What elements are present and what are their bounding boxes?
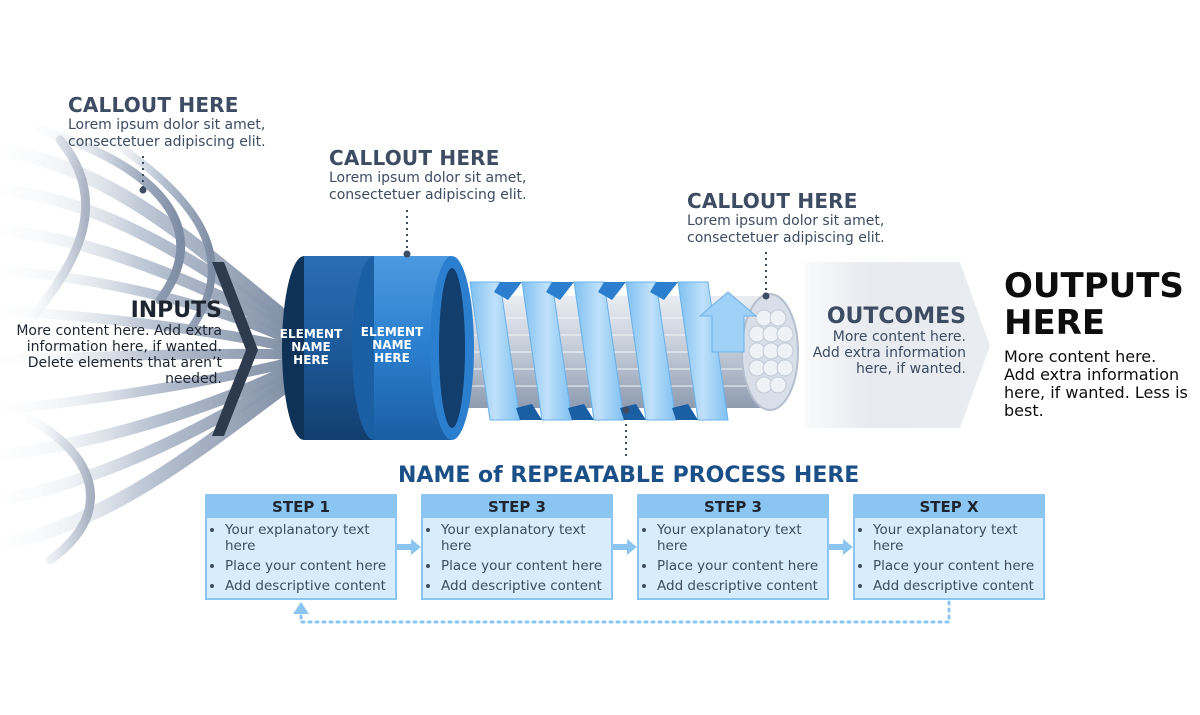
callout-1-line2: consectetuer adipiscing elit. [68, 134, 266, 150]
step-1-bullet-2: Place your content here [225, 558, 395, 574]
outcomes-line-2: Add extra information [812, 345, 966, 361]
callout-2-line1: Lorem ipsum dolor sit amet, [329, 170, 527, 186]
step-box-1: STEP 1 Your explanatory text here Place … [205, 494, 397, 600]
inputs-line-4: needed. [165, 371, 222, 387]
outputs-title-line-2: HERE [1004, 303, 1106, 343]
step-4-bullet-1: Your explanatory text here [873, 522, 1043, 554]
coil-wraps [469, 281, 729, 421]
step-1-list: Your explanatory text here Place your co… [207, 522, 395, 594]
step-3-bullet-1: Your explanatory text here [657, 522, 827, 554]
step-2-list: Your explanatory text here Place your co… [423, 522, 611, 594]
callout-1-line1: Lorem ipsum dolor sit amet, [68, 117, 266, 133]
element-label-2: ELEMENT NAME HERE [360, 325, 424, 365]
inputs-title: INPUTS [130, 298, 222, 323]
callout-2-title: CALLOUT HERE [329, 146, 500, 170]
callout-3-title: CALLOUT HERE [687, 189, 858, 213]
step-1-bullet-3: Add descriptive content [225, 578, 395, 594]
outputs-line-2: Add extra information [1004, 365, 1180, 384]
step-3-bullet-2: Place your content here [657, 558, 827, 574]
outputs-line-4: best. [1004, 401, 1044, 420]
step-2-bullet-1: Your explanatory text here [441, 522, 611, 554]
process-title: NAME of REPEATABLE PROCESS HERE [398, 463, 860, 488]
step-4-bullet-3: Add descriptive content [873, 578, 1043, 594]
step-3-header: STEP 3 [639, 496, 827, 518]
inputs-line-1: More content here. Add extra [16, 323, 222, 339]
step-2-bullet-2: Place your content here [441, 558, 611, 574]
step-1-header: STEP 1 [207, 496, 395, 518]
outputs-block: OUTPUTS HERE More content here. Add extr… [1004, 268, 1196, 420]
step-3-list: Your explanatory text here Place your co… [639, 522, 827, 594]
step-box-2: STEP 3 Your explanatory text here Place … [421, 494, 613, 600]
callout-3: CALLOUT HERE Lorem ipsum dolor sit amet,… [687, 189, 885, 247]
step-4-header: STEP X [855, 496, 1043, 518]
outcomes-block: OUTCOMES More content here. Add extra in… [790, 304, 966, 377]
inputs-block: INPUTS More content here. Add extra info… [10, 298, 222, 387]
element-ring-inner [352, 256, 474, 440]
step-2-header: STEP 3 [423, 496, 611, 518]
step-2-bullet-3: Add descriptive content [441, 578, 611, 594]
callout-3-line2: consectetuer adipiscing elit. [687, 230, 885, 246]
step-4-bullet-2: Place your content here [873, 558, 1043, 574]
outputs-line-1: More content here. [1004, 347, 1157, 366]
callout-2-line2: consectetuer adipiscing elit. [329, 187, 527, 203]
outcomes-line-3: here, if wanted. [855, 361, 966, 377]
callout-2: CALLOUT HERE Lorem ipsum dolor sit amet,… [329, 146, 527, 204]
step-4-list: Your explanatory text here Place your co… [855, 522, 1043, 594]
step-3-bullet-3: Add descriptive content [657, 578, 827, 594]
outcomes-title: OUTCOMES [826, 304, 966, 329]
callout-1: CALLOUT HERE Lorem ipsum dolor sit amet,… [68, 93, 266, 151]
outputs-line-3: here, if wanted. Less is [1004, 383, 1188, 402]
callout-3-line1: Lorem ipsum dolor sit amet, [687, 213, 885, 229]
callout-1-title: CALLOUT HERE [68, 93, 239, 117]
inputs-line-3: Delete elements that aren’t [27, 355, 222, 371]
step-1-bullet-1: Your explanatory text here [225, 522, 395, 554]
step-box-4: STEP X Your explanatory text here Place … [853, 494, 1045, 600]
step-box-3: STEP 3 Your explanatory text here Place … [637, 494, 829, 600]
element-label-1: ELEMENT NAME HERE [279, 327, 343, 367]
outputs-title-line-1: OUTPUTS [1004, 266, 1184, 306]
inputs-line-2: information here, if wanted. [26, 339, 222, 355]
outcomes-line-1: More content here. [832, 329, 966, 345]
